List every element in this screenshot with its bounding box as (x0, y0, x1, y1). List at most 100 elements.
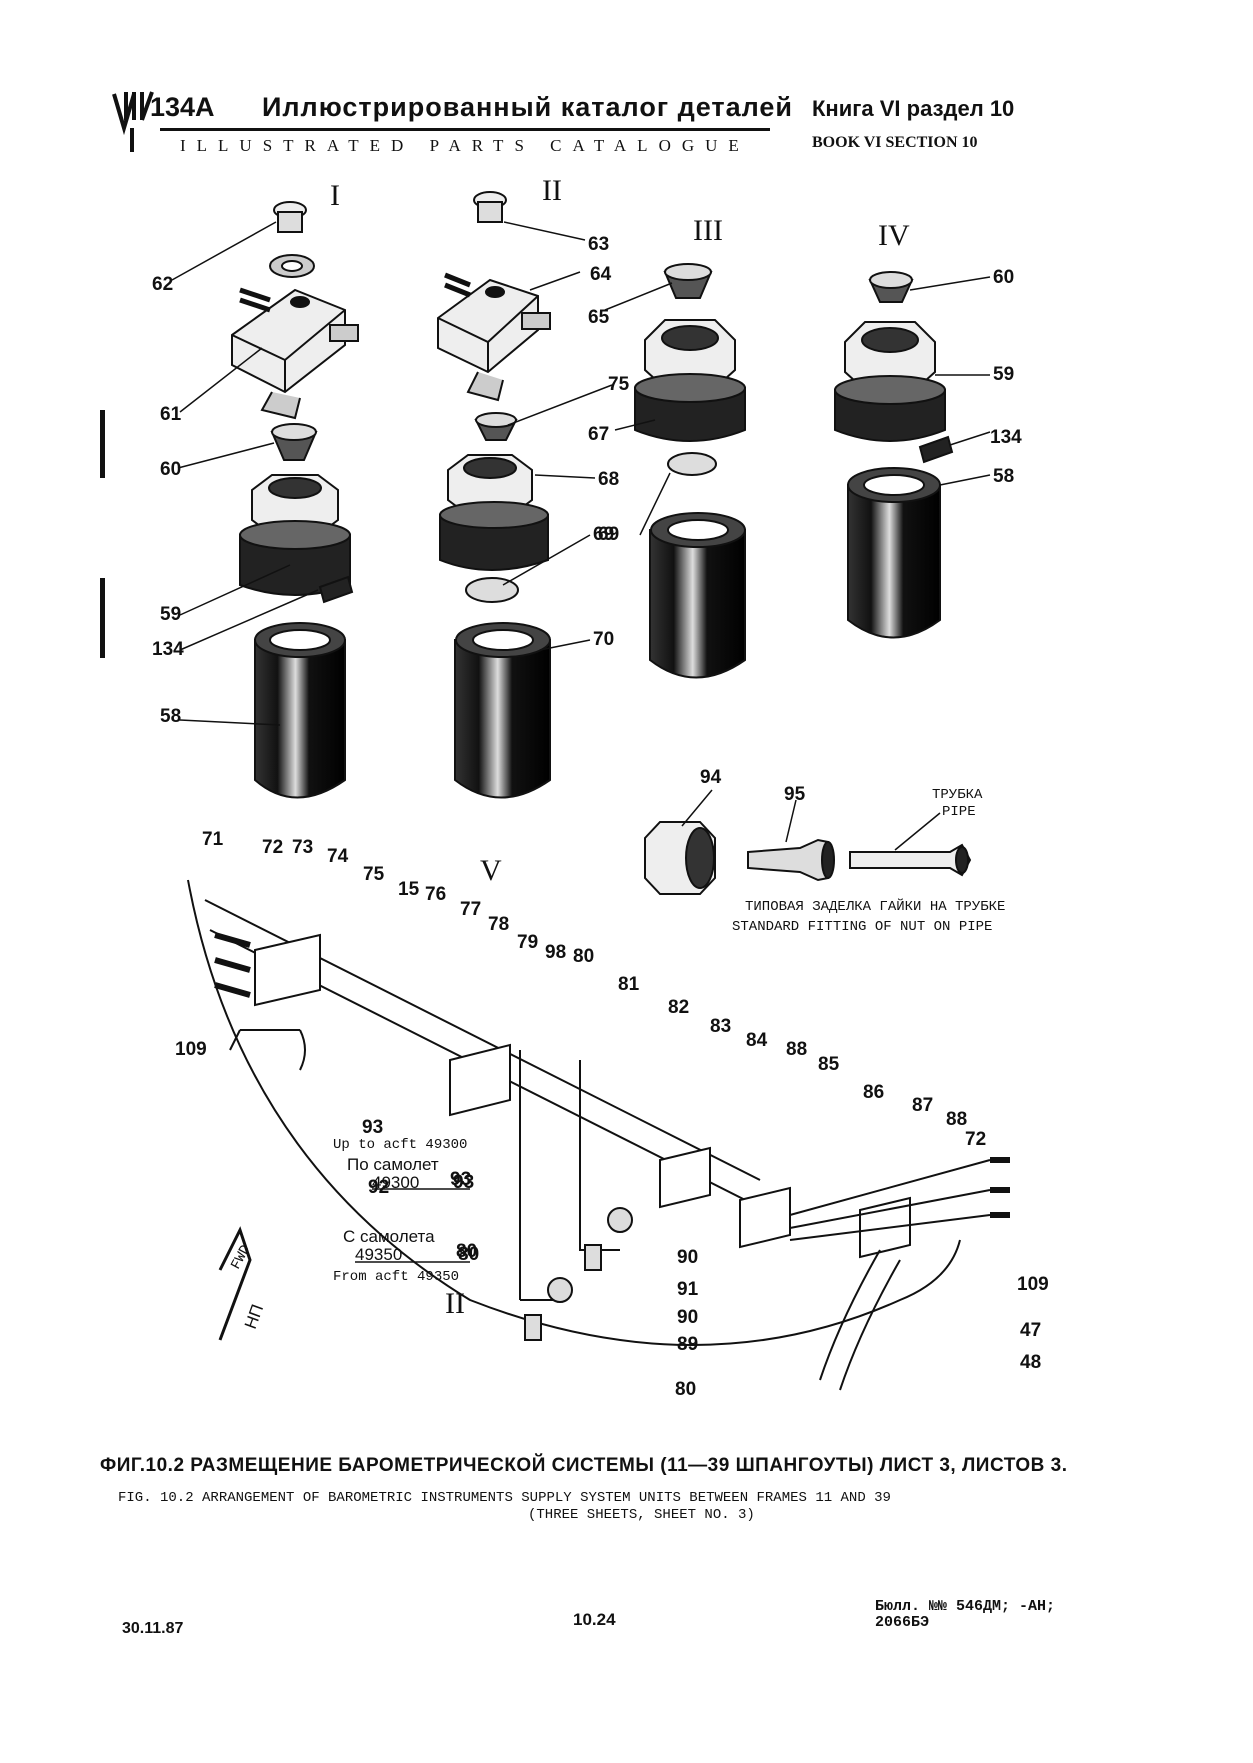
callout: 81 (618, 974, 640, 995)
note-from-part: 80 (458, 1244, 479, 1265)
callout: 80 (456, 1241, 477, 1262)
view-label-4: IV (878, 219, 910, 252)
note-up-to-num: 49300 (372, 1173, 419, 1192)
callout: 77 (460, 899, 481, 920)
callout: 75 (363, 864, 385, 885)
callout: 69 (598, 524, 619, 545)
filter-disc-69b (667, 452, 717, 476)
callout: 60 (993, 267, 1014, 288)
catalog-title-ru: Иллюстрированный каталог деталей (262, 92, 794, 122)
manufacturer-logo (112, 91, 154, 152)
callout: 74 (327, 846, 349, 867)
sump-cup-58b (847, 484, 941, 639)
sump-cup-58 (254, 639, 346, 799)
fitting-caption-en: STANDARD FITTING OF NUT ON PIPE (732, 919, 992, 935)
view-4-parts (834, 271, 954, 639)
pipe (849, 843, 972, 877)
note-up-to-en: Up to acft 49300 (333, 1137, 467, 1153)
book-section-en: BOOK VI SECTION 10 (812, 134, 978, 151)
note-from-num: 49350 (355, 1245, 402, 1264)
callout: 59 (993, 364, 1014, 385)
callout: 79 (517, 932, 538, 953)
plate-134 (318, 575, 354, 604)
pipe-label-en: PIPE (942, 804, 976, 820)
revision-bar (100, 578, 105, 658)
callout: 58 (160, 706, 181, 727)
callout: 73 (292, 837, 313, 858)
figure-caption-en: FIG. 10.2 ARRANGEMENT OF BAROMETRIC INST… (118, 1490, 891, 1506)
callout: 80 (573, 946, 594, 967)
callout: 92 (368, 1177, 389, 1198)
view-5-assembly (187, 879, 1010, 1391)
callout: 90 (677, 1247, 698, 1268)
header-rule (160, 128, 770, 131)
callout: II (445, 1287, 465, 1320)
np-label: НП (241, 1302, 267, 1332)
callout: 60 (160, 459, 181, 480)
callout: 83 (710, 1016, 731, 1037)
note-from-en: From acft 49350 (333, 1269, 459, 1285)
callout: 134 (990, 427, 1022, 448)
callout: 61 (160, 404, 182, 425)
callout: 84 (746, 1030, 768, 1051)
callout: 87 (912, 1095, 933, 1116)
callout: 95 (784, 784, 806, 805)
parts-diagram: I II III IV V 62 61 60 59 134 58 63 64 7… (152, 174, 1049, 1400)
callout: 65 (588, 307, 610, 328)
sump-cup-70 (454, 639, 551, 799)
callout: 78 (488, 914, 509, 935)
callout: 58 (993, 466, 1014, 487)
revision-date: 30.11.87 (122, 1620, 184, 1637)
callout: 64 (590, 264, 612, 285)
callout: 68 (598, 469, 619, 490)
callout: 71 (202, 829, 224, 850)
callout: 82 (668, 997, 689, 1018)
bulletin-ref-2: 2066БЭ (875, 1614, 930, 1631)
callout: 93 (362, 1117, 383, 1138)
callout: 47 (1020, 1320, 1041, 1341)
callout: 109 (175, 1039, 207, 1060)
callout: 70 (593, 629, 614, 650)
figure-caption-en-sheet: (THREE SHEETS, SHEET NO. 3) (528, 1507, 755, 1523)
callout: 15 (398, 879, 420, 900)
callout: 91 (677, 1279, 699, 1300)
view-3-parts (634, 263, 746, 679)
catalog-title-en: ILLUSTRATED PARTS CATALOGUE (180, 136, 750, 155)
view-2-parts (437, 191, 551, 799)
callout: 72 (965, 1129, 986, 1150)
view-label-5: V (480, 854, 502, 887)
note-up-to-part: 93 (453, 1172, 474, 1193)
effectivity-notes: Up to acft 49300 По самолет 49300 93 С с… (228, 1137, 479, 1331)
note-up-to-ru: По самолет (347, 1155, 439, 1174)
tee-fitting-61 (231, 288, 346, 394)
view-label-3: III (693, 214, 723, 247)
sump-cup (649, 529, 746, 679)
callout: 76 (425, 884, 446, 905)
note-from-ru: С самолета (343, 1227, 435, 1246)
figure-caption-ru: ФИГ.10.2 РАЗМЕЩЕНИЕ БАРОМЕТРИЧЕСКОЙ СИСТ… (100, 1455, 1068, 1476)
callout: 63 (588, 234, 609, 255)
callout: 86 (863, 1082, 884, 1103)
callout: 67 (588, 424, 609, 445)
fitting-note: ТРУБКА PIPE ТИПОВАЯ ЗАДЕЛКА ГАЙКИ НА ТРУ… (732, 787, 1005, 935)
revision-bar (100, 410, 105, 478)
callout: 69 (593, 524, 614, 545)
callout: 72 (262, 837, 283, 858)
callout: 109 (1017, 1274, 1049, 1295)
callout: 88 (946, 1109, 967, 1130)
leader-lines (171, 221, 991, 851)
callout: 88 (786, 1039, 807, 1060)
view-labels: I II III IV V (330, 174, 910, 887)
page-number: 10.24 (573, 1610, 616, 1629)
bulletin-ref: Бюлл. №№ 546ДМ; -АН; (875, 1598, 1056, 1615)
callout: 89 (677, 1334, 698, 1355)
callout: 48 (1020, 1352, 1041, 1373)
callout: 85 (818, 1054, 840, 1075)
nipple-95 (747, 838, 829, 882)
callout: 62 (152, 274, 173, 295)
aircraft-model: 134A (150, 92, 215, 122)
callout: 98 (545, 942, 566, 963)
view-label-2: II (542, 174, 562, 207)
view-1-parts (231, 201, 359, 799)
plate-134b (918, 435, 954, 464)
